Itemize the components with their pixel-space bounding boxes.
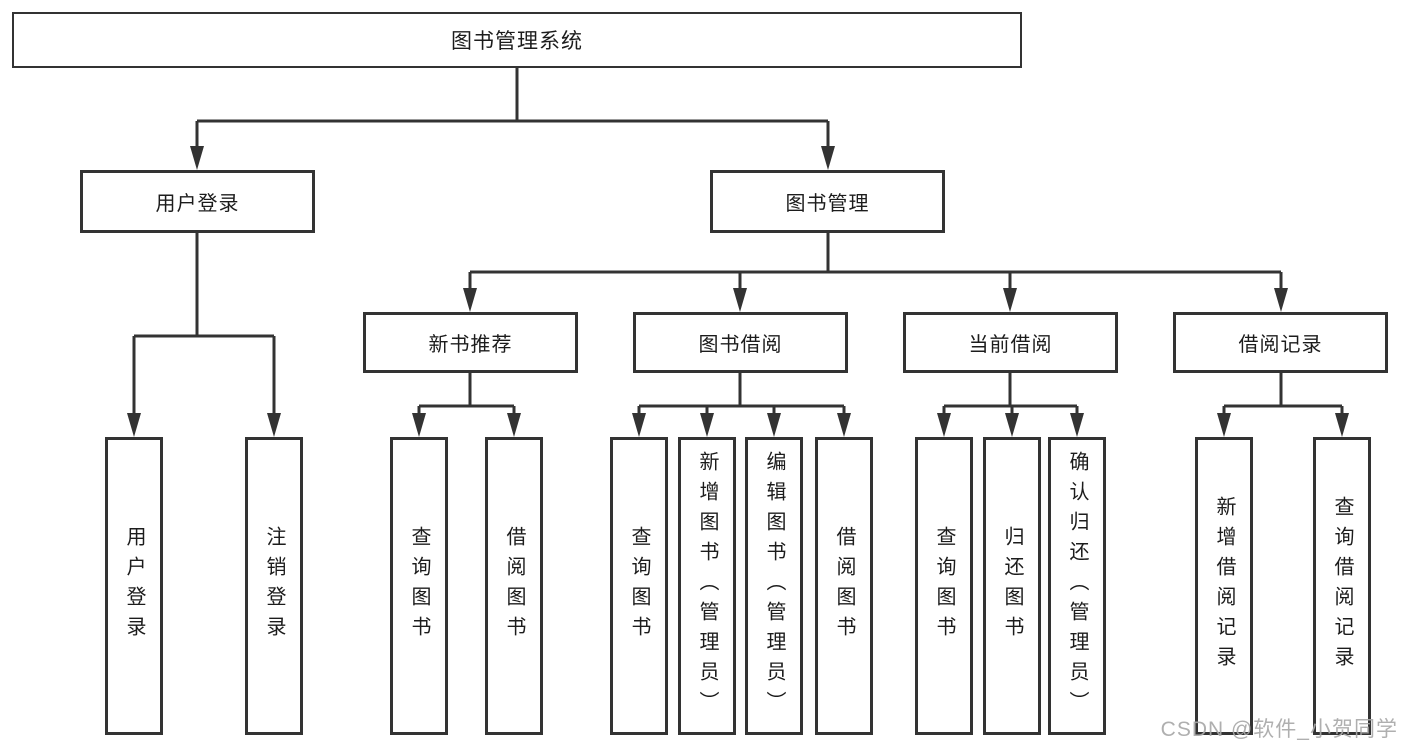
connector-root-to-branches (190, 68, 835, 170)
leaf-query-borrow-record: 查询借阅记录 (1313, 437, 1371, 735)
node-user-login: 用户登录 (80, 170, 315, 233)
node-book-borrow: 图书借阅 (633, 312, 848, 373)
watermark: CSDN @软件_小贺同学 (1160, 718, 1398, 741)
connector-borrow-records-to-leaves (1217, 373, 1349, 437)
leaf-add-book-admin: 新增图书（管理员） (678, 437, 736, 735)
leaf-logout-label: 注销登录 (263, 526, 285, 646)
connector-book-borrow-to-leaves (632, 373, 851, 437)
node-root-system: 图书管理系统 (12, 12, 1022, 68)
leaf-user-login-label: 用户登录 (123, 526, 145, 646)
leaf-add-book-admin-label: 新增图书（管理员） (696, 451, 718, 721)
leaf-add-borrow-record: 新增借阅记录 (1195, 437, 1253, 735)
leaf-edit-book-admin-label: 编辑图书（管理员） (763, 451, 785, 721)
node-root-system-label: 图书管理系统 (451, 30, 583, 53)
node-new-book-recommend: 新书推荐 (363, 312, 578, 373)
node-book-borrow-label: 图书借阅 (698, 334, 783, 356)
node-current-borrow-label: 当前借阅 (968, 334, 1053, 356)
leaf-query-borrow-record-label: 查询借阅记录 (1331, 496, 1353, 676)
connector-current-borrow-to-leaves (937, 373, 1084, 437)
leaf-query-book-3: 查询图书 (915, 437, 973, 735)
leaf-borrow-book-1-label: 借阅图书 (503, 526, 525, 646)
node-borrow-records-label: 借阅记录 (1238, 334, 1323, 356)
connector-book-mgmt-to-modules (463, 233, 1288, 312)
node-borrow-records: 借阅记录 (1173, 312, 1388, 373)
connector-new-book-rec-to-leaves (412, 373, 521, 437)
leaf-logout: 注销登录 (245, 437, 303, 735)
leaf-confirm-return-admin: 确认归还（管理员） (1048, 437, 1106, 735)
leaf-query-book-2-label: 查询图书 (628, 526, 650, 646)
leaf-query-book-1-label: 查询图书 (408, 526, 430, 646)
node-current-borrow: 当前借阅 (903, 312, 1118, 373)
leaf-query-book-1: 查询图书 (390, 437, 448, 735)
node-book-management: 图书管理 (710, 170, 945, 233)
leaf-borrow-book-2: 借阅图书 (815, 437, 873, 735)
leaf-borrow-book-1: 借阅图书 (485, 437, 543, 735)
node-new-book-recommend-label: 新书推荐 (428, 334, 513, 356)
leaf-borrow-book-2-label: 借阅图书 (833, 526, 855, 646)
leaf-return-book: 归还图书 (983, 437, 1041, 735)
leaf-confirm-return-admin-label: 确认归还（管理员） (1066, 451, 1088, 721)
leaf-query-book-2: 查询图书 (610, 437, 668, 735)
leaf-user-login: 用户登录 (105, 437, 163, 735)
leaf-add-borrow-record-label: 新增借阅记录 (1213, 496, 1235, 676)
node-book-management-label: 图书管理 (785, 193, 870, 215)
leaf-query-book-3-label: 查询图书 (933, 526, 955, 646)
connector-user-login-to-leaves (127, 233, 281, 437)
leaf-return-book-label: 归还图书 (1001, 526, 1023, 646)
leaf-edit-book-admin: 编辑图书（管理员） (745, 437, 803, 735)
node-user-login-label: 用户登录 (155, 193, 240, 215)
